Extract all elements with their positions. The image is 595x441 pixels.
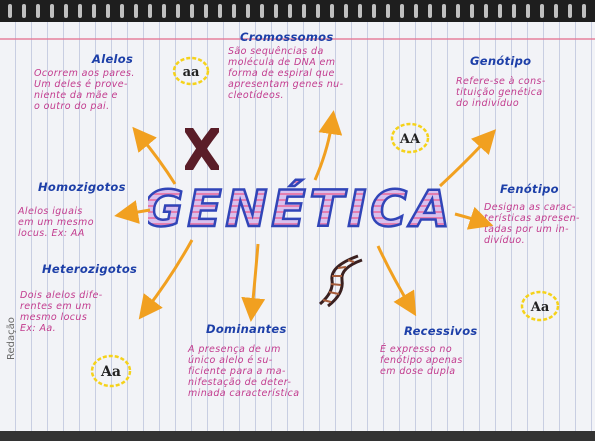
arrow-to-heterozigotos bbox=[146, 240, 192, 310]
arrow-to-alelos bbox=[140, 136, 175, 184]
arrow-to-cromossomos bbox=[315, 122, 332, 180]
bottom-shadow bbox=[0, 431, 595, 441]
arrow-to-genotipo bbox=[440, 138, 488, 186]
arrow-to-fenotipo bbox=[455, 214, 482, 222]
arrow-to-homozigotos bbox=[126, 210, 150, 214]
watermark: Redação bbox=[6, 317, 17, 360]
arrow-to-recessivos bbox=[378, 246, 410, 306]
arrow-to-dominantes bbox=[252, 244, 258, 310]
